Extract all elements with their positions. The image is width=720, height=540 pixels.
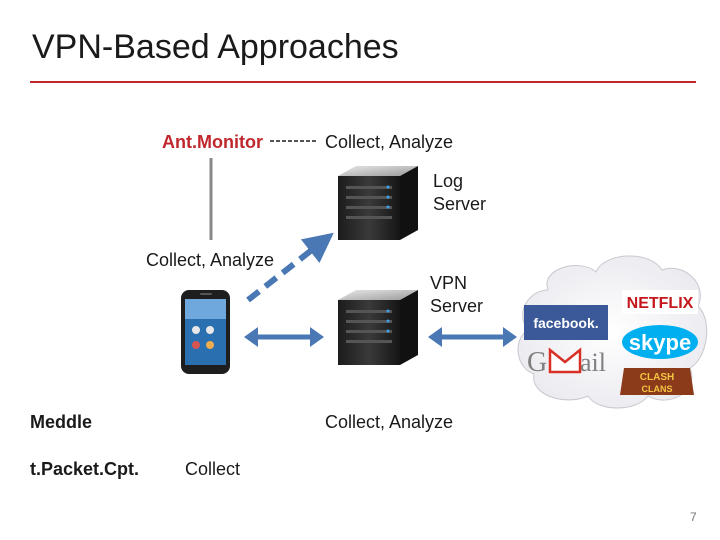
svg-text:G: G [527,347,547,378]
svg-text:ail: ail [580,348,606,377]
vpn-server-label: VPN Server [430,272,483,318]
svg-text:facebook.: facebook. [533,315,598,331]
log-server-icon [338,166,418,240]
collect-analyze-bottom-label: Collect, Analyze [325,412,454,432]
clash-of-clans-logo: CLASH CLANS [620,368,694,395]
svg-text:CLASH: CLASH [640,372,674,383]
svg-text:NETFLIX: NETFLIX [627,295,694,312]
title-divider [30,81,696,83]
packet-capture-label: t.Packet.Cpt. [30,459,140,479]
antmonitor-label: Ant.Monitor [162,132,263,152]
vpn-server-label-line2: Server [430,296,484,316]
svg-text:skype: skype [629,330,691,355]
netflix-logo: NETFLIX [622,290,698,314]
phone-to-logserver-arrow [246,232,334,303]
collect-analyze-top-label: Collect, Analyze [325,132,454,152]
slide-title: VPN-Based Approaches [32,28,399,66]
phone-vpn-double-arrow [244,327,324,347]
svg-text:CLANS: CLANS [642,384,673,394]
smartphone-icon [181,290,230,374]
log-server-label-line1: Log [433,171,464,191]
collect-analyze-left-label: Collect, Analyze [146,250,275,270]
gmail-logo: G ail [527,347,606,378]
log-server-label: Log Server [433,170,486,216]
facebook-logo: facebook. [524,305,608,340]
vpn-server-label-line1: VPN [430,273,468,293]
skype-logo: skype [622,325,698,359]
vpn-server-icon [338,290,418,365]
collect-label: Collect [185,459,241,479]
log-server-label-line2: Server [433,194,487,214]
vpn-cloud-double-arrow [428,327,517,347]
meddle-label: Meddle [30,412,93,432]
page-number: 7 [690,510,697,524]
